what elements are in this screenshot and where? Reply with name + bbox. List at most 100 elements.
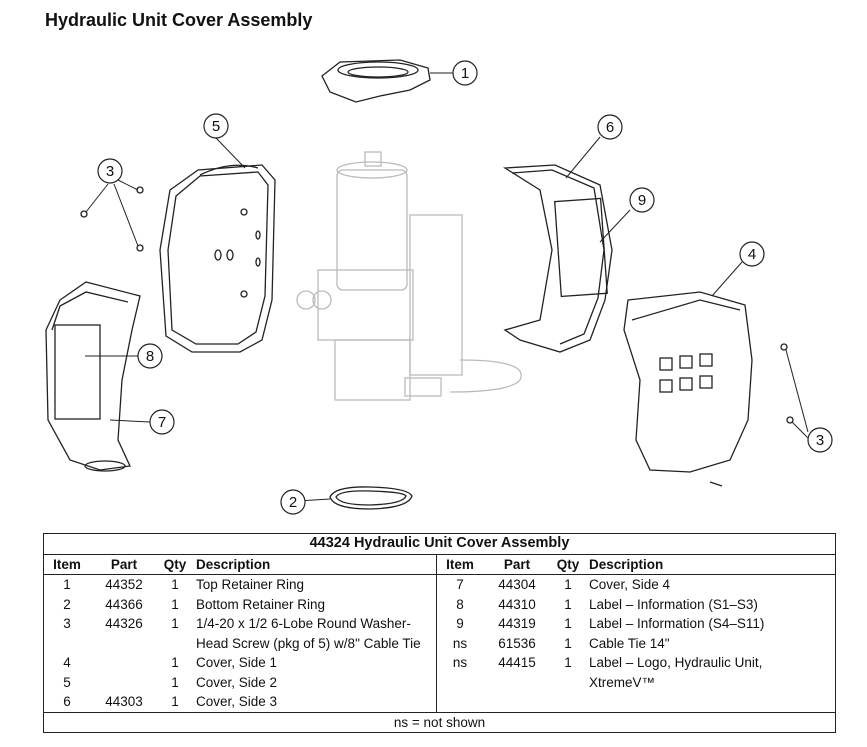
cell-item [437, 673, 484, 693]
cell-qty: 1 [171, 577, 179, 592]
cell-part: 44310 [498, 596, 536, 612]
header-item: Item [43, 554, 90, 575]
cover-side-3-illustration [502, 164, 613, 353]
header-description-right: Description [585, 554, 836, 575]
callout-3-left: 3 [97, 158, 123, 184]
svg-text:3: 3 [816, 432, 824, 449]
callout-9: 9 [629, 187, 655, 213]
table-row: 4 1 Cover, Side 1 ns 44415 1 Label – Log… [44, 653, 836, 673]
svg-text:6: 6 [606, 119, 614, 136]
cell-part: 44415 [498, 655, 536, 670]
cell-item: 9 [456, 616, 464, 631]
callout-4: 4 [739, 241, 765, 267]
cell-item: ns [452, 635, 468, 651]
exploded-view-diagram: 1 2 3 3 4 5 6 7 8 9 [45, 59, 833, 515]
cell-description: Bottom Retainer Ring [192, 594, 437, 614]
header-qty-right: Qty [551, 554, 585, 575]
cell-item [44, 634, 91, 654]
cell-item: 4 [63, 655, 71, 670]
cell-part: 44326 [105, 616, 143, 631]
cell-description-continued: Head Screw (pkg of 5) w/8" Cable Tie [192, 633, 437, 653]
cell-description: 1/4-20 x 1/2 6-Lobe Round Washer- [192, 614, 437, 634]
cell-part [483, 692, 551, 712]
table-footnote: ns = not shown [43, 711, 836, 733]
cell-part: 44304 [498, 577, 536, 592]
svg-text:4: 4 [748, 246, 756, 263]
cell-item: 5 [63, 674, 71, 690]
cell-description: Top Retainer Ring [192, 574, 437, 595]
cell-description: Cover, Side 2 [192, 672, 437, 692]
svg-text:2: 2 [289, 494, 297, 511]
leader-lines [85, 72, 809, 503]
svg-text:1: 1 [461, 65, 469, 82]
cell-description [585, 692, 836, 712]
cell-description: Label – Information (S1–S3) [589, 596, 758, 612]
cell-qty: 1 [564, 655, 572, 670]
cover-side-1-illustration [623, 291, 753, 473]
callout-3-right: 3 [807, 427, 833, 453]
cell-qty [551, 673, 585, 693]
cell-part: 44303 [105, 694, 143, 709]
cell-item [437, 692, 484, 712]
bottom-retainer-ring-illustration [329, 486, 413, 510]
cell-qty: 1 [564, 596, 572, 612]
cell-description: Cover, Side 3 [192, 692, 437, 712]
cell-item: 2 [63, 596, 71, 612]
cell-part: 61536 [498, 635, 536, 651]
cell-qty: 1 [171, 694, 179, 709]
cell-part [90, 653, 158, 673]
cell-description-continued: XtremeV™ [589, 674, 656, 690]
table-caption: 44324 Hydraulic Unit Cover Assembly [43, 533, 836, 555]
table-row: 3 44326 1 1/4-20 x 1/2 6-Lobe Round Wash… [44, 614, 836, 634]
cell-qty: 1 [171, 616, 179, 631]
cell-part [90, 673, 158, 693]
svg-text:7: 7 [158, 414, 166, 431]
cell-part [483, 673, 551, 693]
svg-text:5: 5 [212, 118, 220, 135]
cell-qty: 1 [564, 616, 572, 631]
cell-description: Label – Information (S4–S11) [589, 616, 765, 631]
hydraulic-unit-illustration [296, 151, 522, 401]
callout-5: 5 [203, 113, 229, 139]
header-part: Part [90, 554, 158, 575]
cell-qty [551, 692, 585, 712]
table-row: 1 44352 1 Top Retainer Ring 7 44304 1 Co… [44, 574, 836, 595]
table-row: 5 1 Cover, Side 2 XtremeV™ [44, 672, 836, 693]
svg-text:8: 8 [146, 348, 154, 365]
header-item-right: Item [436, 554, 483, 575]
callout-8: 8 [137, 343, 163, 369]
svg-text:9: 9 [638, 192, 646, 209]
table-row: 6 44303 1 Cover, Side 3 [44, 692, 836, 712]
top-retainer-ring-illustration [321, 59, 431, 103]
callout-1: 1 [452, 60, 478, 86]
cell-part: 44352 [105, 577, 143, 592]
table-footnote-row: ns = not shown [43, 711, 836, 733]
cover-side-2-illustration [159, 164, 276, 353]
cell-description: Cover, Side 1 [192, 653, 437, 673]
cell-qty: 1 [171, 655, 179, 670]
cell-description: Cable Tie 14" [589, 635, 670, 651]
cell-item: 8 [456, 596, 464, 612]
cell-part: 44366 [105, 596, 143, 612]
callout-7: 7 [149, 409, 175, 435]
cell-qty: 1 [564, 635, 572, 651]
cell-item: 7 [456, 577, 464, 592]
header-part-right: Part [483, 554, 551, 575]
cell-qty: 1 [171, 674, 179, 690]
cell-part [90, 634, 158, 654]
cell-part: 44319 [498, 616, 536, 631]
table-row: Head Screw (pkg of 5) w/8" Cable Tie ns … [44, 633, 836, 654]
cell-item: 3 [63, 616, 71, 631]
callout-2: 2 [280, 489, 306, 515]
cell-item: ns [452, 655, 468, 670]
page-title: Hydraulic Unit Cover Assembly [45, 10, 313, 30]
header-description: Description [192, 554, 437, 575]
cell-qty: 1 [564, 577, 572, 592]
cell-qty [158, 634, 192, 654]
cell-description: Label – Logo, Hydraulic Unit, [589, 655, 763, 670]
cell-qty: 1 [171, 596, 179, 612]
callout-6: 6 [597, 114, 623, 140]
cell-item: 1 [63, 577, 71, 592]
table-row: 2 44366 1 Bottom Retainer Ring 8 44310 1… [44, 594, 836, 614]
header-qty: Qty [158, 554, 192, 575]
